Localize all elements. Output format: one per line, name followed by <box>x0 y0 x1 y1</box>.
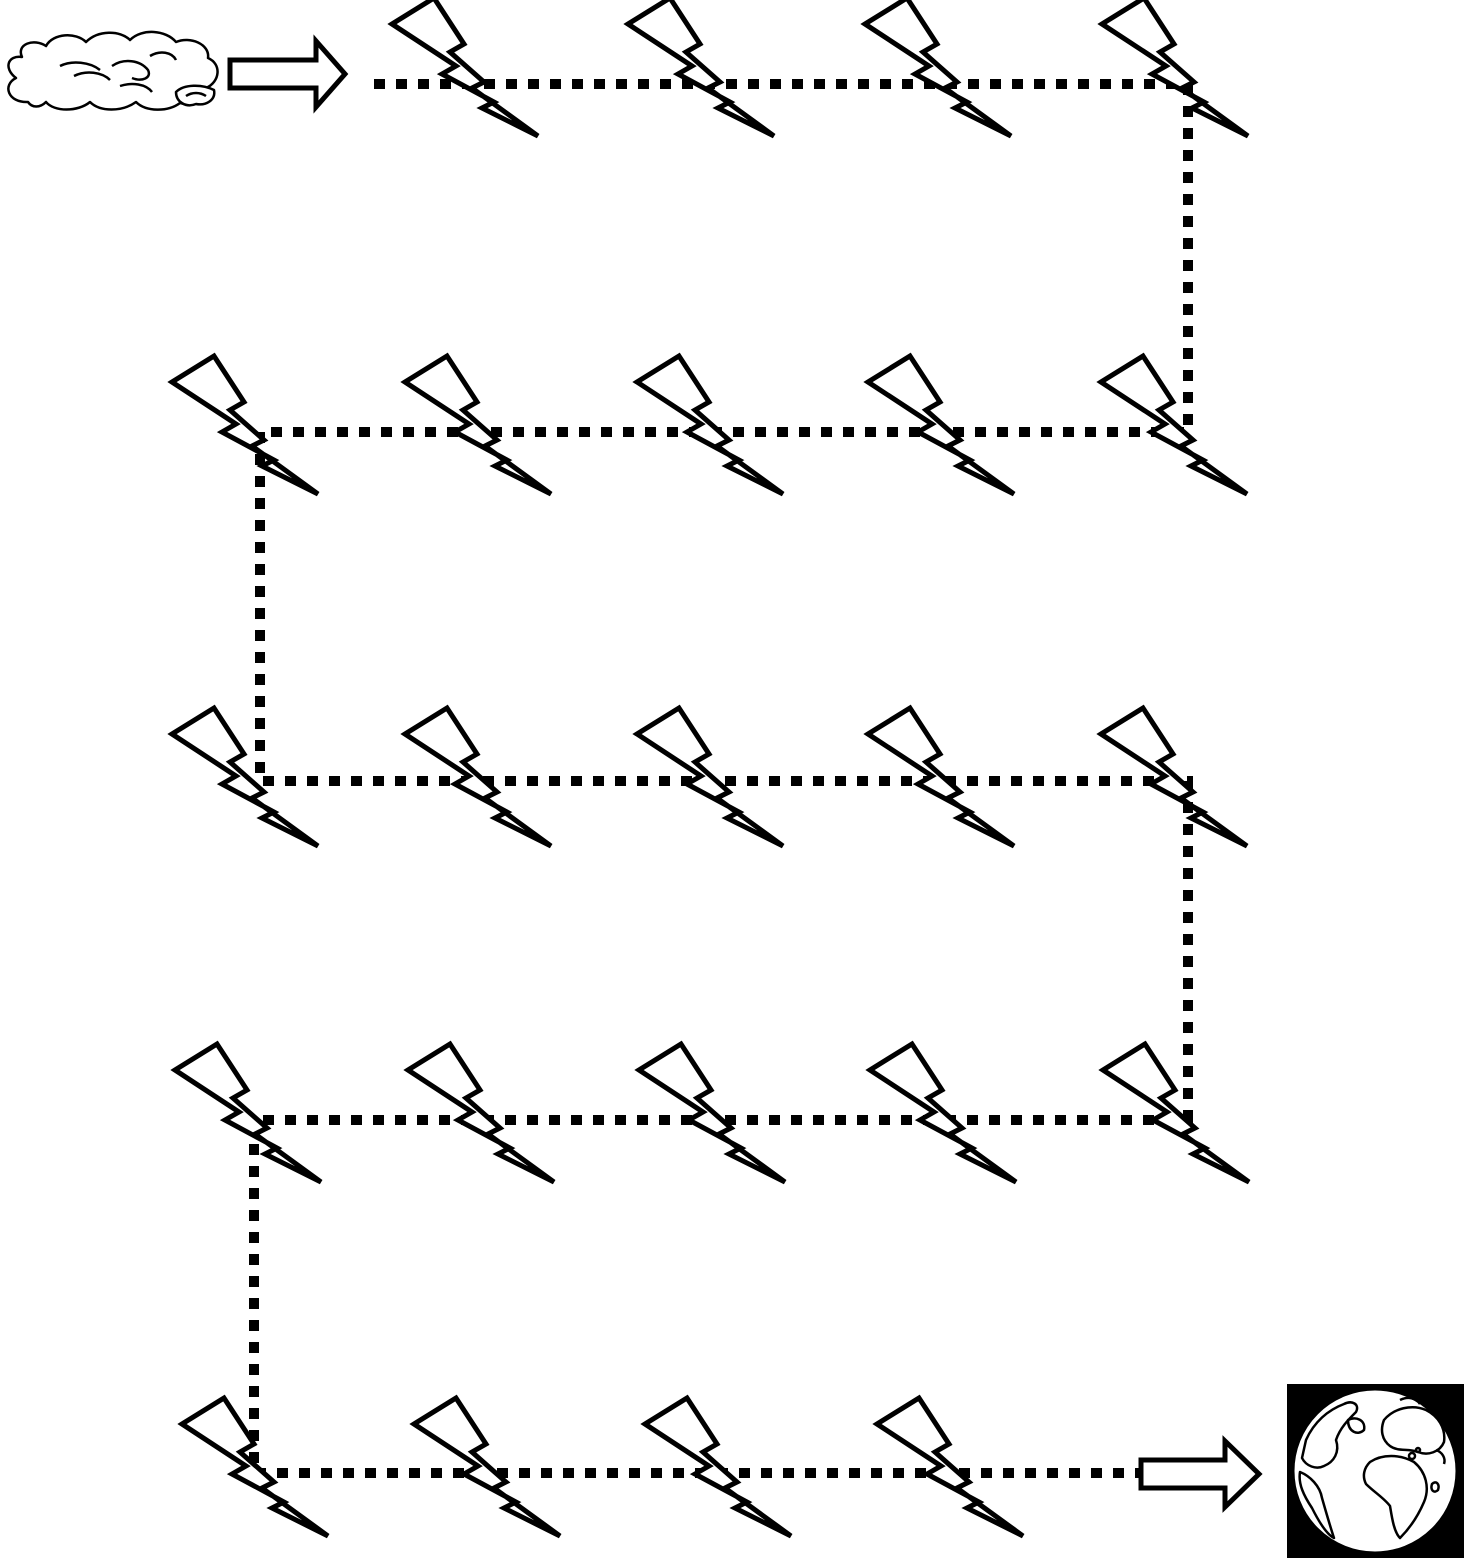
lightning-bolt-icon <box>872 1394 1025 1539</box>
lightning-bolt-icon <box>1096 352 1249 497</box>
lightning-bolt-icon <box>1096 704 1249 849</box>
lightning-bolt-icon <box>167 352 320 497</box>
lightning-bolt-icon <box>634 1040 787 1185</box>
lightning-bolt-icon <box>863 352 1016 497</box>
lightning-bolt-icon <box>632 704 785 849</box>
cloud-icon <box>7 30 219 111</box>
lightning-bolt-icon <box>1098 1040 1251 1185</box>
lightning-bolts <box>167 0 1251 1539</box>
lightning-bolt-icon <box>860 0 1013 139</box>
lightning-bolt-icon <box>400 704 553 849</box>
lightning-bolt-icon <box>1097 0 1250 139</box>
earth-globe-icon <box>1287 1384 1464 1558</box>
maze-path <box>249 79 1193 1478</box>
lightning-bolt-icon <box>387 0 540 139</box>
lightning-bolt-icon <box>400 352 553 497</box>
lightning-bolt-icon <box>177 1394 330 1539</box>
lightning-bolt-icon <box>409 1394 562 1539</box>
lightning-bolt-icon <box>170 1040 323 1185</box>
lightning-bolt-icon <box>167 704 320 849</box>
lightning-bolt-icon <box>640 1394 793 1539</box>
end-arrow-icon <box>1138 1435 1263 1513</box>
lightning-bolt-icon <box>403 1040 556 1185</box>
lightning-bolt-icon <box>623 0 776 139</box>
lightning-bolt-icon <box>863 704 1016 849</box>
lightning-bolt-icon <box>865 1040 1018 1185</box>
lightning-bolt-icon <box>632 352 785 497</box>
start-arrow-icon <box>227 34 349 114</box>
